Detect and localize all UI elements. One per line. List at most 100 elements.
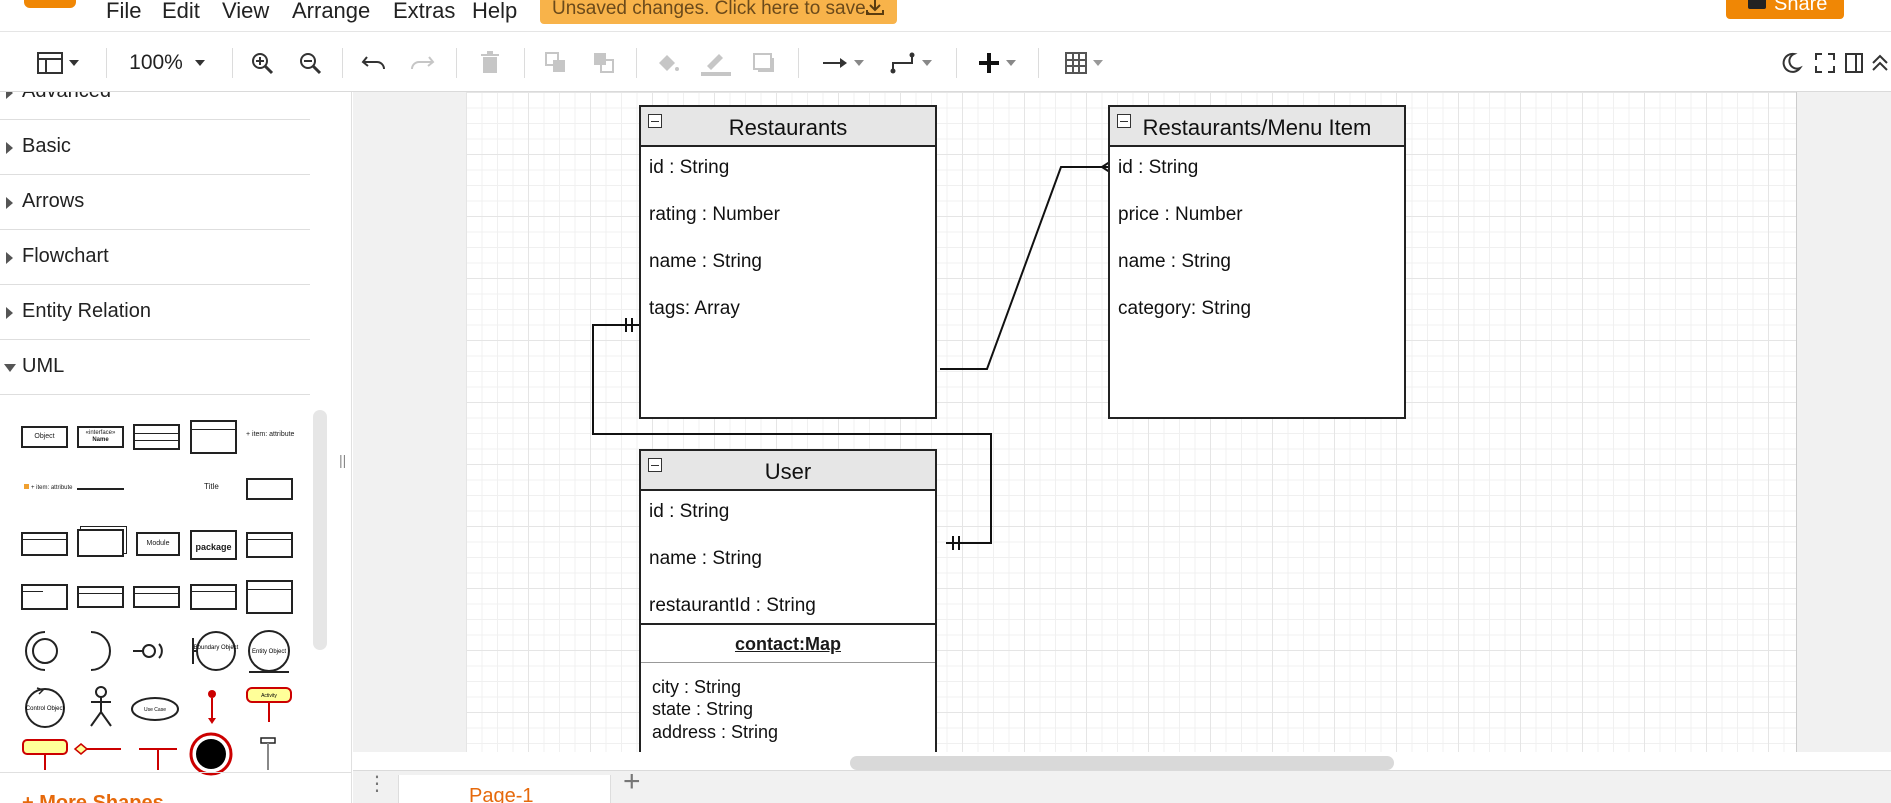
menu-arrange[interactable]: Arrange (292, 0, 371, 23)
entity-attribute[interactable]: name : String (649, 251, 762, 272)
format-panel-button[interactable] (1842, 48, 1866, 78)
uml-frame-shape[interactable] (21, 584, 68, 610)
uml-component-shape[interactable] (246, 478, 293, 500)
waypoint-style-select[interactable] (884, 48, 938, 78)
uml-package-shape[interactable]: package (190, 530, 237, 560)
uml-interface-shape[interactable]: «interface»Name (77, 426, 124, 448)
connector-restaurants-menuitem[interactable] (940, 166, 1115, 370)
entity-attribute[interactable]: id : String (649, 501, 730, 522)
uml-class-attributes-shape[interactable] (190, 420, 237, 454)
menu-edit[interactable]: Edit (162, 0, 200, 23)
zoom-select[interactable]: 100% (124, 48, 210, 78)
undo-icon (361, 56, 385, 70)
entity-restaurants[interactable]: Restaurants id : String rating : Number … (639, 105, 937, 419)
uml-component-2-shape[interactable] (21, 532, 68, 556)
shape-label: + item: attribute (31, 485, 73, 491)
connection-style-select[interactable] (816, 48, 870, 78)
shape-label: package (195, 542, 232, 552)
section-uml[interactable]: UML (0, 340, 310, 395)
entity-attribute[interactable]: state : String (652, 699, 754, 719)
share-button[interactable]: Share (1726, 0, 1844, 19)
entity-attribute[interactable]: restaurantId : String (649, 595, 816, 616)
entity-attribute[interactable]: category: String (1118, 298, 1252, 319)
page-tabs-bar: ⋮ Page-1 + (353, 765, 1891, 803)
entity-header[interactable]: Restaurants/Menu Item (1110, 107, 1404, 147)
page-tab[interactable]: Page-1 (398, 775, 611, 803)
table-button[interactable] (1058, 48, 1110, 78)
contact-map-header[interactable]: contact:Map (734, 634, 841, 654)
entity-attribute[interactable]: tags: Array (649, 298, 740, 319)
diagram-page[interactable]: Restaurants id : String rating : Number … (466, 92, 1797, 752)
undo-button[interactable] (358, 48, 390, 78)
uml-module-shape[interactable]: Module (136, 532, 180, 556)
entity-attribute[interactable]: id : String (649, 157, 730, 178)
entity-user[interactable]: User id : String name : String restauran… (639, 449, 937, 752)
section-arrows[interactable]: Arrows (0, 175, 310, 230)
uml-block-2-shape[interactable] (133, 586, 180, 608)
menu-view[interactable]: View (222, 0, 270, 23)
sidebar-scrollbar[interactable] (313, 410, 327, 650)
entity-attribute[interactable]: name : String (649, 548, 762, 569)
uml-item-attribute-shape[interactable]: + item: attribute (246, 431, 294, 438)
diagram-canvas[interactable]: Restaurants id : String rating : Number … (353, 92, 1891, 752)
fill-color-button[interactable] (652, 48, 684, 78)
collapse-icon[interactable] (648, 458, 662, 472)
shadow-button[interactable] (748, 48, 780, 78)
section-label: Advanced (22, 92, 111, 103)
collapse-icon[interactable] (1117, 114, 1131, 128)
section-flowchart[interactable]: Flowchart (0, 230, 310, 285)
uml-separator-shape[interactable] (77, 488, 124, 490)
section-entity-relation[interactable]: Entity Relation (0, 285, 310, 340)
section-advanced[interactable]: Advanced (0, 92, 310, 120)
app-logo[interactable] (24, 0, 76, 8)
more-shapes-link[interactable]: + More Shapes (22, 792, 164, 803)
dark-mode-button[interactable] (1778, 48, 1804, 78)
uml-object-shape[interactable]: Object (21, 426, 68, 448)
uml-class-shape[interactable] (133, 424, 180, 450)
connector-restaurants-user[interactable] (592, 324, 992, 544)
uml-attribute-icon-shape[interactable]: + item: attribute (24, 484, 73, 491)
add-page-button[interactable]: + (623, 765, 641, 798)
entity-menu-item[interactable]: Restaurants/Menu Item id : String price … (1108, 105, 1406, 419)
uml-node-shape[interactable] (77, 529, 124, 557)
redo-button[interactable] (406, 48, 438, 78)
uml-class-3-shape[interactable] (246, 532, 293, 558)
uml-class-5-shape[interactable] (246, 580, 293, 614)
entity-attribute[interactable]: city : String (652, 677, 742, 697)
entity-header[interactable]: User (641, 451, 935, 491)
pencil-icon (701, 54, 731, 76)
fullscreen-button[interactable] (1812, 48, 1838, 78)
horizontal-scrollbar[interactable] (850, 756, 1394, 770)
menu-extras[interactable]: Extras (393, 0, 456, 23)
to-back-icon (594, 53, 614, 73)
section-basic[interactable]: Basic (0, 120, 310, 175)
uml-title-shape[interactable]: Title (204, 482, 219, 491)
pages-menu-button[interactable]: ⋮ (367, 773, 387, 795)
shape-label: Use Case (144, 707, 166, 713)
entity-attribute[interactable]: rating : Number (649, 204, 780, 225)
zoom-in-button[interactable] (246, 48, 278, 78)
menu-file[interactable]: File (106, 0, 142, 23)
entity-header[interactable]: Restaurants (641, 107, 935, 147)
to-front-button[interactable] (540, 48, 572, 78)
collapse-toolbar-button[interactable] (1870, 48, 1890, 78)
sidebar-resize-handle[interactable]: || (339, 452, 347, 468)
plus-icon (979, 53, 999, 73)
fullscreen-icon (1815, 53, 1835, 73)
unsaved-changes-banner[interactable]: Unsaved changes. Click here to save. (540, 0, 897, 24)
format-panel-toggle[interactable] (32, 48, 84, 78)
entity-attribute[interactable]: name : String (1118, 251, 1231, 272)
delete-button[interactable] (474, 48, 506, 78)
entity-attribute[interactable]: id : String (1118, 157, 1199, 178)
uml-class-4-shape[interactable] (190, 584, 237, 610)
entity-attribute[interactable]: price : Number (1118, 204, 1243, 225)
zoom-out-button[interactable] (294, 48, 326, 78)
insert-button[interactable] (972, 48, 1022, 78)
collapse-icon[interactable] (648, 114, 662, 128)
line-color-button[interactable] (700, 48, 732, 78)
uml-block-shape[interactable] (77, 586, 124, 608)
entity-attribute[interactable]: address : String (652, 722, 779, 742)
to-back-button[interactable] (588, 48, 620, 78)
menu-help[interactable]: Help (472, 0, 518, 23)
uml-shapes-row[interactable]: Boundary Object Entity Object Control Ob… (21, 630, 301, 803)
